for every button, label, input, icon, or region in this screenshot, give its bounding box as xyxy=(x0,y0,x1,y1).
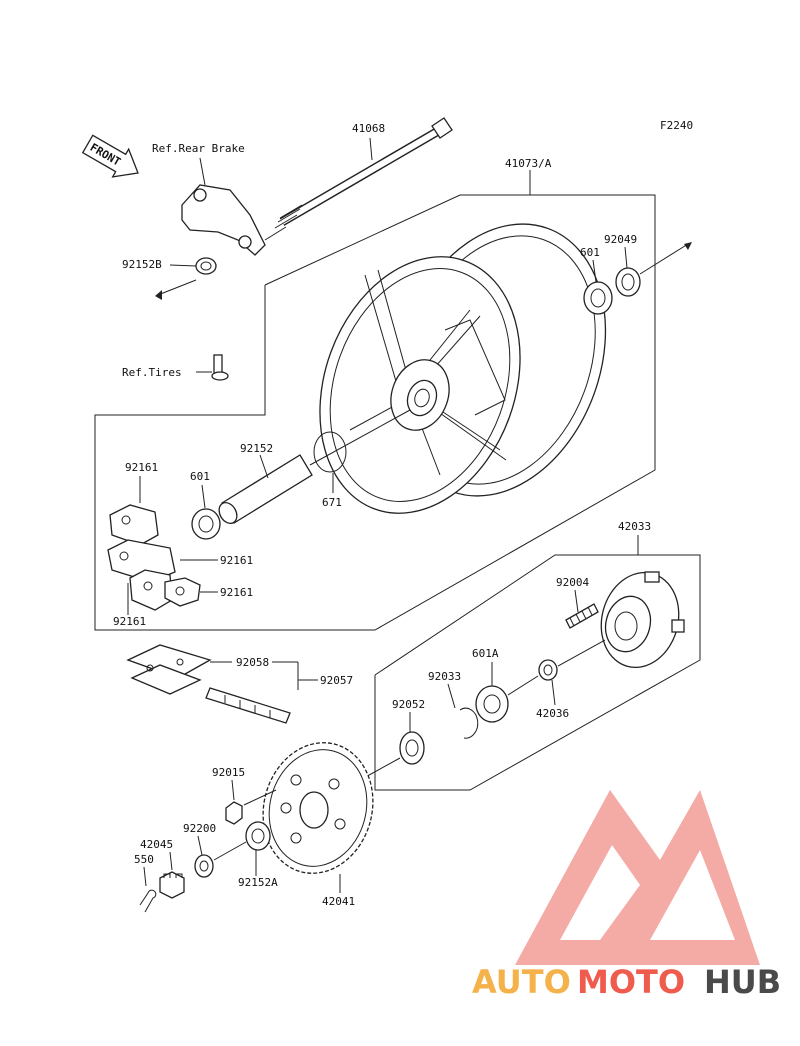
wordmark-hub: HUB xyxy=(704,963,781,1001)
axle-shaft xyxy=(274,117,453,229)
wordmark-moto: MOTO xyxy=(577,963,685,1001)
figure-code: F2240 xyxy=(660,119,693,132)
oring-671 xyxy=(313,431,347,473)
coupling-42033 xyxy=(600,571,685,669)
nut-92015 xyxy=(225,801,243,825)
cotter-pin-550 xyxy=(139,889,157,913)
label-washer-92200: 92200 xyxy=(183,822,216,835)
label-bearing-601-left: 601 xyxy=(190,470,210,483)
spacer-92152 xyxy=(218,454,313,524)
label-damper-mid: 92161 xyxy=(220,554,253,567)
label-coupling-42033: 42033 xyxy=(618,520,651,533)
label-bearing-601-right: 601 xyxy=(580,246,600,259)
collar-92152a xyxy=(245,821,271,851)
bearing-601-left xyxy=(191,508,221,540)
label-circlip-92033: 92033 xyxy=(428,670,461,683)
ref-tires: Ref.Tires xyxy=(122,366,182,379)
sprocket-42041 xyxy=(262,742,374,874)
rear-brake-bracket xyxy=(181,184,287,256)
damper-rubbers-92161 xyxy=(107,504,201,611)
stud-92004 xyxy=(565,603,599,629)
label-chain-link-92058: 92058 xyxy=(236,656,269,669)
label-damper-bottom: 92161 xyxy=(113,615,146,628)
wheel-assembly-box xyxy=(94,194,656,631)
seal-92052 xyxy=(399,731,425,765)
chain-master-link-92058 xyxy=(126,644,212,695)
label-oring-671: 671 xyxy=(322,496,342,509)
coupling-assembly-box xyxy=(374,554,701,791)
label-spacer-92152: 92152 xyxy=(240,442,273,455)
label-chain-92057: 92057 xyxy=(320,674,353,687)
label-sprocket-42041: 42041 xyxy=(322,895,355,908)
washer-92200 xyxy=(194,854,214,878)
label-collar-92152b: 92152B xyxy=(122,258,162,271)
label-bearing-601a: 601A xyxy=(472,647,499,660)
label-stud-92004: 92004 xyxy=(556,576,589,589)
castle-nut-42045 xyxy=(159,871,185,899)
label-seal-92052: 92052 xyxy=(392,698,425,711)
label-collar-92152a: 92152A xyxy=(238,876,278,889)
label-damper-low: 92161 xyxy=(220,586,253,599)
label-axle: 41068 xyxy=(352,122,385,135)
wordmark-auto: AUTO xyxy=(472,963,571,1001)
chain-92057 xyxy=(205,687,291,724)
label-castle-nut-42045: 42045 xyxy=(140,838,173,851)
seal-92049 xyxy=(615,267,641,297)
automotohub-logo xyxy=(515,790,760,965)
ref-rear-brake: Ref.Rear Brake xyxy=(152,142,245,155)
automotohub-wordmark: AUTO MOTO HUB xyxy=(472,963,781,1001)
collar-92152b xyxy=(195,257,217,275)
label-wheel: 41073/A xyxy=(505,157,552,170)
label-damper-top: 92161 xyxy=(125,461,158,474)
label-collar-42036: 42036 xyxy=(536,707,569,720)
label-cotter-pin-550: 550 xyxy=(134,853,154,866)
circlip-92033 xyxy=(459,707,479,739)
valve-stem xyxy=(211,354,229,381)
label-seal-92049: 92049 xyxy=(604,233,637,246)
wheel-41073a xyxy=(319,223,607,514)
bearing-601-right xyxy=(583,281,613,315)
collar-42036 xyxy=(538,659,558,681)
bearing-601a xyxy=(475,685,509,723)
label-nut-92015: 92015 xyxy=(212,766,245,779)
front-direction-arrow: FRONT xyxy=(81,134,139,178)
